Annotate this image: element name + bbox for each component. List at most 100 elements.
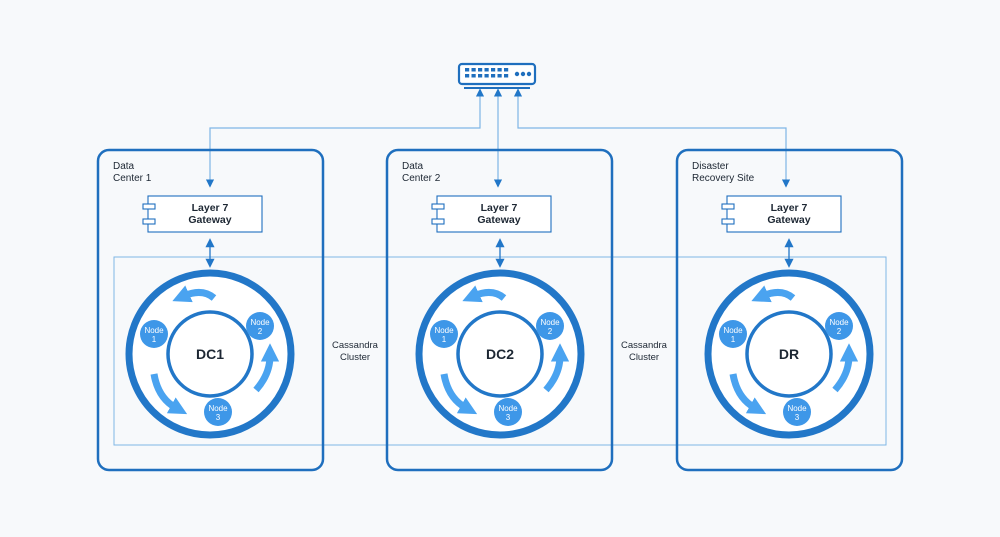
switch-port bbox=[491, 74, 496, 78]
datacenter-box bbox=[96, 148, 325, 472]
node-label-line: Node bbox=[540, 318, 560, 327]
datacenter-box bbox=[385, 148, 614, 472]
node-label-line: Node bbox=[250, 318, 270, 327]
cassandra-cluster-label-line: Cassandra bbox=[621, 340, 668, 351]
link-switch-dr bbox=[513, 88, 791, 188]
cassandra-cluster-label-line: Cluster bbox=[340, 352, 370, 363]
replication-arrow bbox=[440, 373, 478, 415]
node-circle bbox=[719, 320, 747, 348]
gateway-port-icon bbox=[142, 218, 156, 225]
gateway-box bbox=[436, 195, 552, 233]
gateway-label-line: Layer 7 bbox=[481, 202, 518, 214]
gateway-label-line: Gateway bbox=[477, 214, 520, 226]
switch-port bbox=[465, 74, 470, 78]
node-label-line: 2 bbox=[548, 327, 553, 336]
gateway-box bbox=[147, 195, 263, 233]
node-label-line: Node bbox=[723, 326, 743, 335]
node-label-line: Node bbox=[144, 326, 164, 335]
datacenter-title-line: Center 2 bbox=[402, 173, 441, 184]
cassandra-cluster-label-line: Cassandra bbox=[332, 340, 379, 351]
node-label-line: Node bbox=[829, 318, 849, 327]
node-label-line: 1 bbox=[442, 335, 447, 344]
replication-arrow bbox=[253, 343, 280, 393]
gateway-port-icon bbox=[142, 203, 156, 210]
replication-arrow bbox=[729, 373, 767, 415]
gateway-port-icon bbox=[721, 218, 735, 225]
gateway-port-icon bbox=[721, 203, 735, 210]
cassandra-cluster-label-line: Cluster bbox=[629, 352, 659, 363]
node-label-line: 3 bbox=[216, 413, 221, 422]
switch-port bbox=[497, 68, 502, 72]
node-circle bbox=[246, 312, 274, 340]
switch-led bbox=[514, 71, 520, 77]
replication-arrow bbox=[462, 285, 507, 303]
node-label-line: Node bbox=[208, 404, 228, 413]
replication-arrow bbox=[150, 373, 188, 415]
datacenter-title-line: Data bbox=[113, 161, 135, 172]
node-label-line: Node bbox=[787, 404, 807, 413]
ring-label: DC1 bbox=[196, 346, 224, 362]
ring-label: DR bbox=[779, 346, 799, 362]
switch-led bbox=[520, 71, 526, 77]
gateway-port-icon bbox=[431, 203, 445, 210]
gateway-label-line: Layer 7 bbox=[192, 202, 229, 214]
gateway-port-icon bbox=[431, 218, 445, 225]
node-label-line: Node bbox=[498, 404, 518, 413]
node-label-line: 2 bbox=[837, 327, 842, 336]
ring-inner bbox=[166, 310, 254, 398]
node-circle bbox=[430, 320, 458, 348]
replication-arrow bbox=[543, 343, 570, 393]
network-switch-icon bbox=[457, 62, 537, 89]
node-circle bbox=[494, 398, 522, 426]
datacenter-title-line: Data bbox=[402, 161, 424, 172]
node-circle bbox=[204, 398, 232, 426]
switch-port bbox=[484, 68, 489, 72]
datacenter-title-line: Disaster bbox=[692, 161, 729, 172]
ring-inner bbox=[745, 310, 833, 398]
switch-led bbox=[526, 71, 532, 77]
switch-port bbox=[484, 74, 489, 78]
switch-port bbox=[471, 68, 476, 72]
ring-label: DC2 bbox=[486, 346, 514, 362]
replication-arrow bbox=[172, 285, 217, 303]
switch-port bbox=[504, 68, 509, 72]
node-label-line: 1 bbox=[152, 335, 157, 344]
ring-inner bbox=[456, 310, 544, 398]
switch-port bbox=[491, 68, 496, 72]
gateway-label-line: Gateway bbox=[188, 214, 231, 226]
switch-port bbox=[504, 74, 509, 78]
switch-port bbox=[478, 68, 483, 72]
gateway-label-line: Gateway bbox=[767, 214, 810, 226]
node-label-line: 1 bbox=[731, 335, 736, 344]
switch-port bbox=[478, 74, 483, 78]
